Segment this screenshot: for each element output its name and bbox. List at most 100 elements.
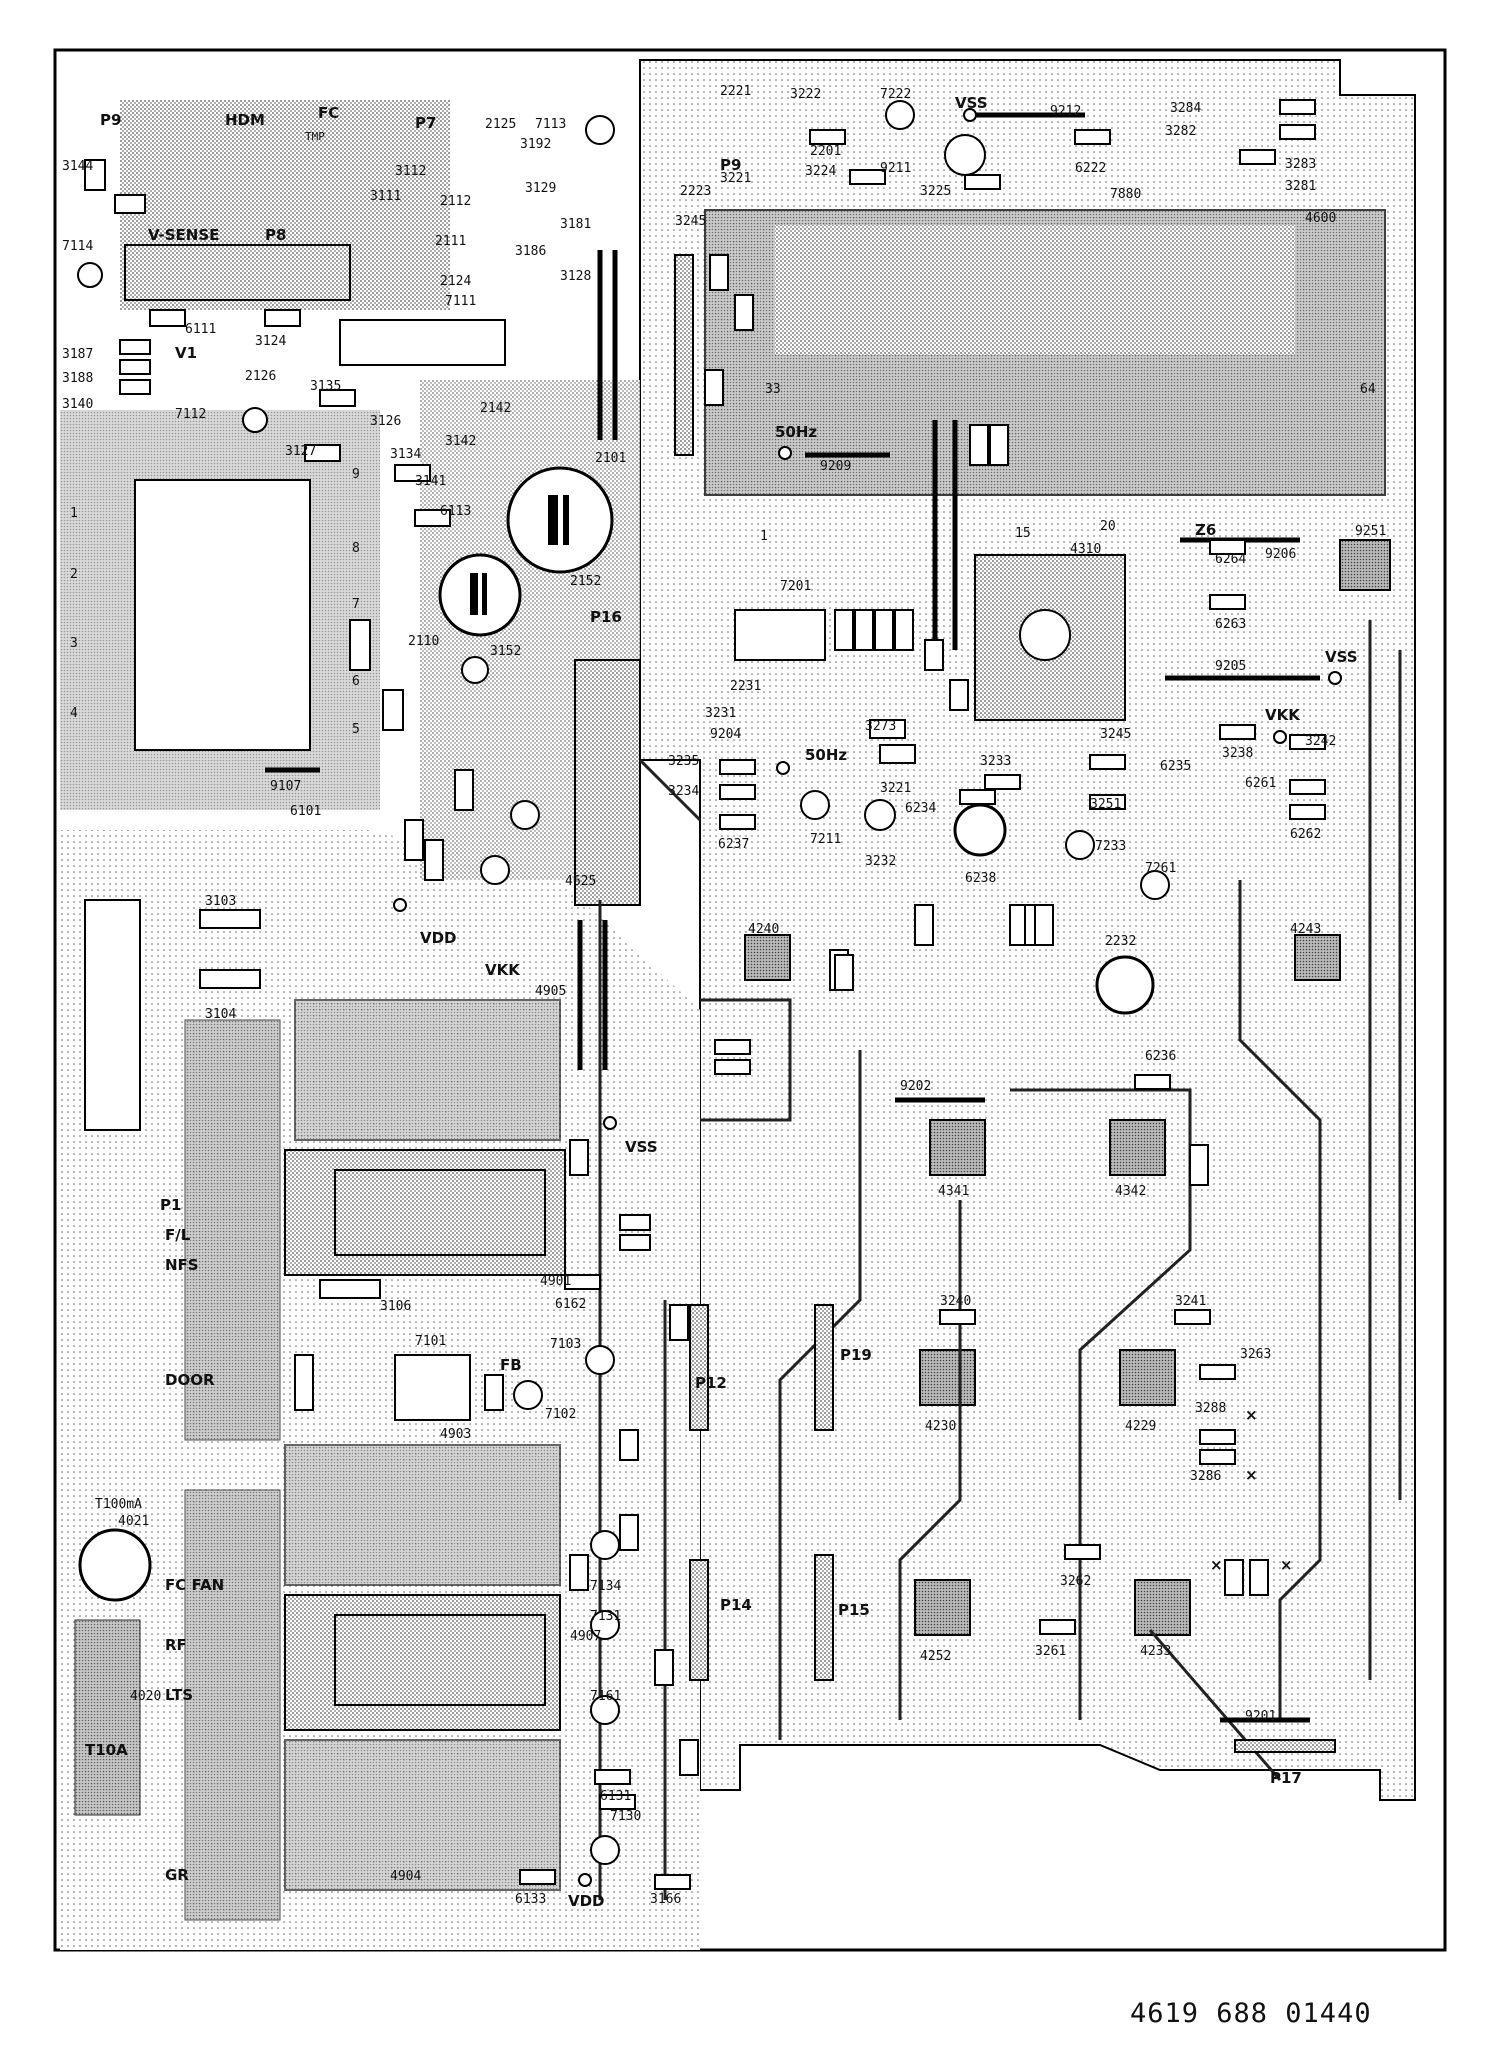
label-nfs: NFS <box>165 1256 199 1274</box>
svg-text:×: × <box>1245 1466 1258 1484</box>
svg-text:2201: 2201 <box>810 144 841 159</box>
svg-text:4233: 4233 <box>1140 1644 1171 1659</box>
fuse-holder <box>78 1528 152 1602</box>
svg-text:3106: 3106 <box>380 1299 411 1314</box>
svg-text:9205: 9205 <box>1215 659 1246 674</box>
svg-text:6237: 6237 <box>718 837 749 852</box>
svg-text:4905: 4905 <box>535 984 566 999</box>
svg-text:9212: 9212 <box>1050 104 1081 119</box>
svg-text:3234: 3234 <box>668 784 699 799</box>
ic-dip <box>339 319 506 366</box>
svg-text:1: 1 <box>70 506 78 521</box>
label-50hz: 50Hz <box>775 423 817 441</box>
svg-text:3225: 3225 <box>920 184 951 199</box>
svg-text:3124: 3124 <box>255 334 286 349</box>
svg-text:3186: 3186 <box>515 244 546 259</box>
svg-text:3281: 3281 <box>1285 179 1316 194</box>
svg-text:4252: 4252 <box>920 1649 951 1664</box>
svg-text:2231: 2231 <box>730 679 761 694</box>
svg-text:9251: 9251 <box>1355 524 1386 539</box>
svg-text:4240: 4240 <box>748 922 779 937</box>
svg-text:4020: 4020 <box>130 1689 161 1704</box>
relay-4903 <box>284 1444 561 1586</box>
svg-text:7111: 7111 <box>445 294 476 309</box>
svg-text:7131: 7131 <box>590 1609 621 1624</box>
svg-text:3181: 3181 <box>560 217 591 232</box>
svg-text:6131: 6131 <box>600 1789 631 1804</box>
label-fc: FC <box>318 104 339 122</box>
svg-text:3129: 3129 <box>525 181 556 196</box>
svg-text:6238: 6238 <box>965 871 996 886</box>
svg-text:×: × <box>1245 1406 1258 1424</box>
board-outline <box>53 48 1447 1952</box>
svg-text:3104: 3104 <box>205 1007 236 1022</box>
svg-text:7134: 7134 <box>590 1579 621 1594</box>
svg-text:3261: 3261 <box>1035 1644 1066 1659</box>
capacitor-2101 <box>506 466 614 574</box>
svg-text:2142: 2142 <box>480 401 511 416</box>
svg-text:3288: 3288 <box>1195 1401 1226 1416</box>
svg-text:20: 20 <box>1100 519 1116 534</box>
svg-text:3141: 3141 <box>415 474 446 489</box>
svg-text:3263: 3263 <box>1240 1347 1271 1362</box>
svg-text:9201: 9201 <box>1245 1709 1276 1724</box>
svg-text:9202: 9202 <box>900 1079 931 1094</box>
svg-text:VKK: VKK <box>1265 706 1301 724</box>
svg-text:2152: 2152 <box>570 574 601 589</box>
svg-text:7101: 7101 <box>415 1334 446 1349</box>
svg-text:9211: 9211 <box>880 161 911 176</box>
label-v-sense: V-SENSE <box>148 226 219 244</box>
svg-text:7114: 7114 <box>62 239 93 254</box>
svg-text:5: 5 <box>352 722 360 737</box>
svg-text:Z6: Z6 <box>1195 521 1216 539</box>
svg-text:7112: 7112 <box>175 407 206 422</box>
svg-text:3245: 3245 <box>675 214 706 229</box>
label-fl: F/L <box>165 1226 191 1244</box>
svg-text:2: 2 <box>70 567 78 582</box>
svg-text:3273: 3273 <box>865 719 896 734</box>
svg-text:2110: 2110 <box>408 634 439 649</box>
svg-text:×: × <box>1280 1556 1293 1574</box>
svg-text:P12: P12 <box>695 1374 727 1392</box>
svg-text:4243: 4243 <box>1290 922 1321 937</box>
svg-text:3111: 3111 <box>370 189 401 204</box>
relay-4907 <box>284 1594 561 1731</box>
svg-text:3: 3 <box>70 636 78 651</box>
svg-text:4: 4 <box>70 706 78 721</box>
svg-text:3103: 3103 <box>205 894 236 909</box>
svg-text:3240: 3240 <box>940 1294 971 1309</box>
svg-text:7103: 7103 <box>550 1337 581 1352</box>
svg-text:3142: 3142 <box>445 434 476 449</box>
label-t100ma: T100mA <box>95 1497 142 1512</box>
svg-text:2221: 2221 <box>720 84 751 99</box>
svg-text:3241: 3241 <box>1175 1294 1206 1309</box>
svg-text:3282: 3282 <box>1165 124 1196 139</box>
svg-text:3188: 3188 <box>62 371 93 386</box>
svg-text:3144: 3144 <box>62 159 93 174</box>
svg-text:6235: 6235 <box>1160 759 1191 774</box>
svg-text:4600: 4600 <box>1305 211 1336 226</box>
ic-4625 <box>574 659 641 906</box>
svg-text:33: 33 <box>765 382 781 397</box>
svg-text:3251: 3251 <box>1090 797 1121 812</box>
document-number: 4619 688 01440 <box>1130 1998 1372 2029</box>
svg-text:7261: 7261 <box>1145 861 1176 876</box>
svg-text:50Hz: 50Hz <box>805 746 847 764</box>
svg-text:9204: 9204 <box>710 727 741 742</box>
svg-text:3245: 3245 <box>1100 727 1131 742</box>
label-p7: P7 <box>415 114 436 132</box>
svg-text:7130: 7130 <box>610 1809 641 1824</box>
label-door: DOOR <box>165 1371 215 1389</box>
resistor-3121 <box>84 899 141 1131</box>
svg-text:6133: 6133 <box>515 1892 546 1907</box>
svg-text:3112: 3112 <box>395 164 426 179</box>
small-components <box>84 99 1326 1890</box>
svg-text:FB: FB <box>500 1356 522 1374</box>
svg-text:6101: 6101 <box>290 804 321 819</box>
svg-text:9107: 9107 <box>270 779 301 794</box>
label-gr: GR <box>165 1866 189 1884</box>
svg-text:VKK: VKK <box>485 961 521 979</box>
